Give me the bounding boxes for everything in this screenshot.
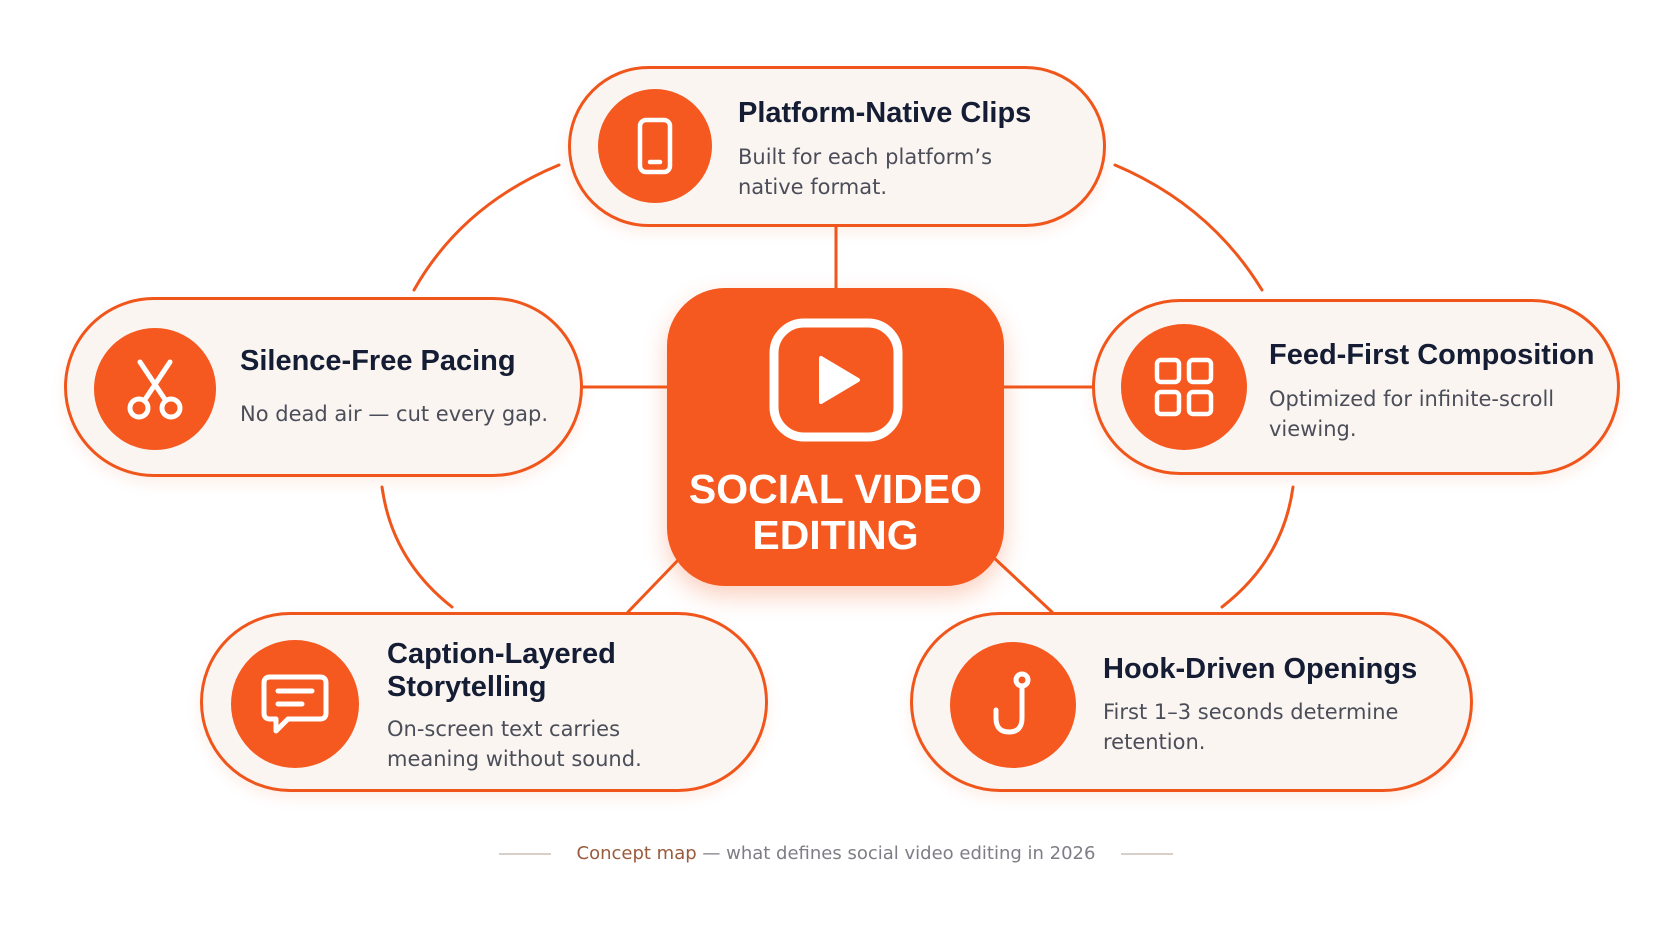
node-caption-layered-storytelling: Caption-Layered Storytelling On-screen t… [200, 612, 768, 792]
node-title: Silence-Free Pacing [240, 345, 516, 377]
node-title: Feed-First Composition [1269, 339, 1595, 371]
caption-rule-right [1121, 852, 1174, 855]
connector-bottom-left [626, 554, 684, 614]
grid-icon [1121, 324, 1247, 450]
node-description: Optimized for infinite-scroll viewing. [1269, 387, 1555, 441]
node-feed-first-composition: Feed-First Composition Optimized for inf… [1092, 299, 1620, 475]
node-description: No dead air — cut every gap. [240, 402, 549, 426]
arc-top-right [1113, 163, 1264, 292]
footer-caption: Concept map — what defines social video … [0, 843, 1672, 864]
fishing-hook-icon [950, 642, 1076, 768]
smartphone-icon [598, 89, 712, 203]
node-title: Caption-Layered Storytelling [387, 638, 616, 703]
center-title: SOCIAL VIDEO EDITING [688, 466, 983, 558]
node-title: Hook-Driven Openings [1103, 653, 1418, 685]
connector-bottom-right [990, 554, 1054, 614]
caption-text: Concept map — what defines social video … [577, 843, 1096, 864]
arc-bottom-left [380, 485, 454, 609]
speech-bubble-icon [231, 640, 359, 768]
caption-strong: Concept map [576, 843, 697, 864]
node-title: Platform-Native Clips [738, 97, 1032, 129]
scissors-icon [94, 328, 216, 450]
node-hook-driven-openings: Hook-Driven Openings First 1–3 seconds d… [910, 612, 1473, 792]
center-hub: SOCIAL VIDEO EDITING [667, 288, 1004, 586]
caption-rule-left [498, 852, 551, 855]
caption-rest: — what defines social video editing in 2… [696, 843, 1096, 864]
play-button-icon [767, 316, 905, 449]
node-description: Built for each platform’s native format. [738, 145, 993, 199]
arc-bottom-right [1220, 485, 1295, 609]
node-platform-native-clips: Platform-Native Clips Built for each pla… [568, 66, 1106, 227]
arc-top-left [412, 163, 561, 292]
node-silence-free-pacing: Silence-Free Pacing No dead air — cut ev… [64, 297, 583, 477]
node-description: First 1–3 seconds determine retention. [1103, 700, 1399, 754]
node-description: On-screen text carries meaning without s… [387, 717, 642, 771]
